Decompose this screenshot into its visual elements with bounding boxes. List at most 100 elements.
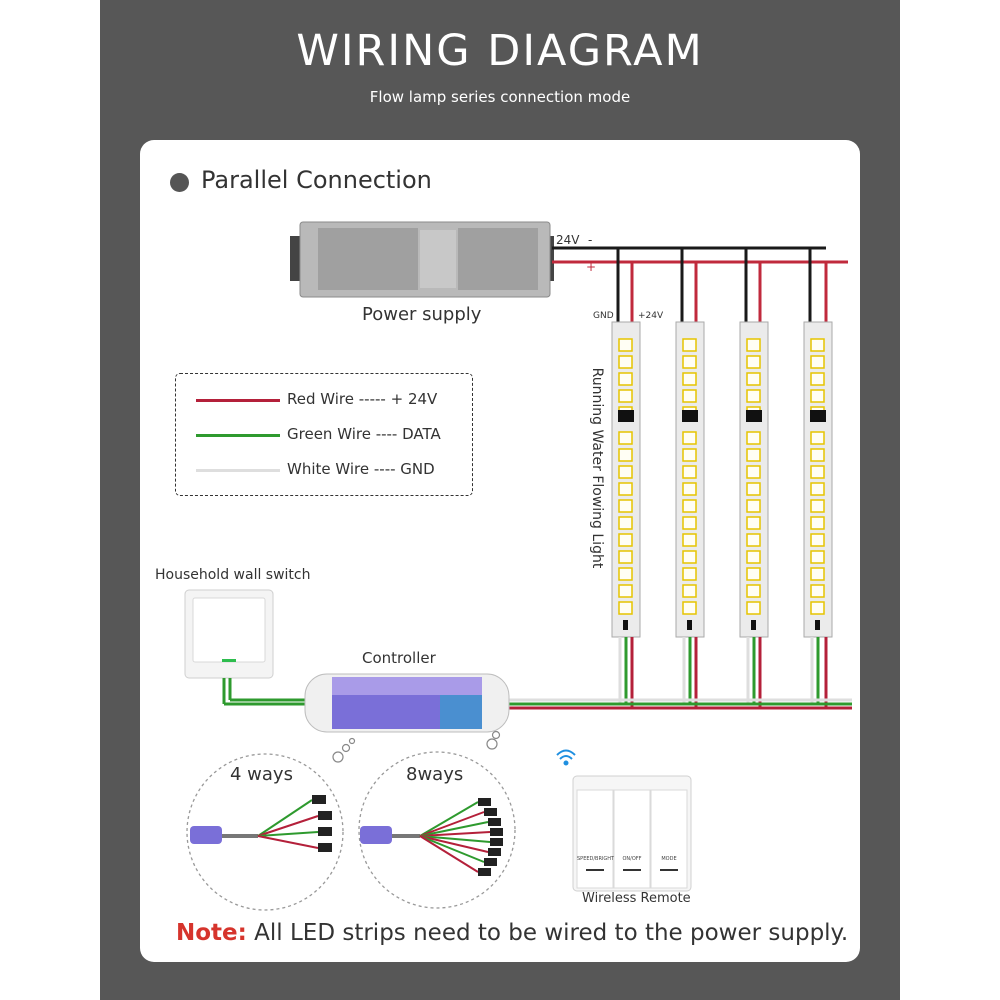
legend-item-red: Red Wire ----- + 24V bbox=[196, 390, 466, 410]
strip-end-marker bbox=[815, 620, 820, 630]
plus-terminal-label: + bbox=[586, 260, 597, 274]
led-chip bbox=[810, 550, 825, 564]
led-chip bbox=[810, 448, 825, 462]
wireless-remote-device bbox=[572, 775, 692, 892]
led-chips bbox=[618, 338, 826, 630]
legend-swatch bbox=[196, 399, 280, 402]
strip-output-wires bbox=[618, 637, 828, 708]
led-chip bbox=[618, 465, 633, 479]
led-chip bbox=[810, 516, 825, 530]
led-chip bbox=[746, 516, 761, 530]
strip-feed-wires bbox=[616, 248, 828, 322]
led-chip bbox=[746, 499, 761, 513]
section-bullet-icon bbox=[170, 173, 189, 192]
led-chip bbox=[682, 355, 697, 369]
thought-bubbles bbox=[332, 730, 501, 763]
led-chip bbox=[682, 533, 697, 547]
led-chip bbox=[682, 338, 697, 352]
led-chip bbox=[746, 584, 761, 598]
led-chip bbox=[618, 448, 633, 462]
page-title: WIRING DIAGRAM bbox=[296, 26, 704, 76]
power-supply-label: Power supply bbox=[362, 304, 482, 325]
led-chip bbox=[682, 372, 697, 386]
led-chip bbox=[746, 601, 761, 615]
led-chip bbox=[746, 567, 761, 581]
note-key: Note: bbox=[176, 920, 247, 946]
led-chip bbox=[682, 482, 697, 496]
led-chip bbox=[682, 448, 697, 462]
led-chip bbox=[682, 431, 697, 445]
led-chip bbox=[810, 338, 825, 352]
led-chip bbox=[618, 533, 633, 547]
strip-caption: Running Water Flowing Light bbox=[589, 367, 605, 569]
led-chip bbox=[746, 389, 761, 403]
remote-button-onoff: ON/OFF bbox=[622, 856, 642, 862]
wall-switch-label: Household wall switch bbox=[155, 567, 311, 583]
controller-label: Controller bbox=[362, 649, 436, 667]
led-chip bbox=[810, 465, 825, 479]
led-chip bbox=[618, 482, 633, 496]
led-chip bbox=[810, 584, 825, 598]
led-chip bbox=[810, 567, 825, 581]
page-subtitle: Flow lamp series connection mode bbox=[369, 88, 631, 106]
strip-end-marker bbox=[687, 620, 692, 630]
led-chip bbox=[618, 389, 633, 403]
led-chip bbox=[746, 482, 761, 496]
led-chip bbox=[746, 431, 761, 445]
led-chip bbox=[618, 355, 633, 369]
led-chip bbox=[746, 533, 761, 547]
legend-swatch bbox=[196, 434, 280, 437]
led-chip bbox=[618, 584, 633, 598]
led-chip bbox=[746, 355, 761, 369]
led-chip bbox=[810, 533, 825, 547]
led-chip bbox=[682, 389, 697, 403]
led-chip bbox=[810, 482, 825, 496]
driver-chip bbox=[746, 410, 762, 422]
remote-button-speed: SPEED/BRIGHT bbox=[577, 856, 615, 862]
led-chip bbox=[618, 431, 633, 445]
legend-label: Green Wire ---- DATA bbox=[287, 425, 441, 443]
led-chip bbox=[810, 389, 825, 403]
led-chip bbox=[682, 516, 697, 530]
legend-item-white: White Wire ---- GND bbox=[196, 460, 466, 480]
led-chip bbox=[682, 550, 697, 564]
option-4-ways-label: 4 ways bbox=[230, 764, 293, 785]
note-body: All LED strips need to be wired to the p… bbox=[246, 920, 849, 946]
remote-button-mode: MODE bbox=[661, 856, 677, 862]
strip-end-marker bbox=[623, 620, 628, 630]
led-chip bbox=[746, 550, 761, 564]
driver-chip bbox=[682, 410, 698, 422]
legend-swatch bbox=[196, 469, 280, 472]
wireless-remote-label: Wireless Remote bbox=[582, 891, 691, 906]
led-chip bbox=[746, 338, 761, 352]
option-8-ways-illustration bbox=[358, 751, 516, 909]
gnd-label: GND bbox=[593, 311, 614, 321]
option-4-ways-illustration bbox=[186, 753, 344, 911]
legend-item-green: Green Wire ---- DATA bbox=[196, 425, 466, 445]
led-chip bbox=[810, 499, 825, 513]
v24-label: +24V bbox=[638, 311, 664, 321]
led-chip bbox=[618, 499, 633, 513]
voltage-label: 24V bbox=[556, 233, 580, 247]
led-chip bbox=[682, 601, 697, 615]
led-chip bbox=[746, 465, 761, 479]
led-chip bbox=[810, 372, 825, 386]
controller-bus-wires bbox=[505, 698, 852, 710]
driver-chip bbox=[810, 410, 826, 422]
strip-end-marker bbox=[751, 620, 756, 630]
controller-device bbox=[304, 673, 510, 733]
option-8-ways-label: 8ways bbox=[406, 764, 464, 785]
led-chip bbox=[810, 355, 825, 369]
power-supply-unit bbox=[290, 221, 554, 298]
led-chip bbox=[618, 550, 633, 564]
legend-label: White Wire ---- GND bbox=[287, 460, 435, 478]
led-chip bbox=[618, 372, 633, 386]
wifi-icon bbox=[556, 749, 576, 766]
switch-wires bbox=[222, 678, 310, 706]
led-chip bbox=[682, 584, 697, 598]
minus-terminal-label: - bbox=[588, 233, 593, 247]
led-chip bbox=[810, 601, 825, 615]
section-title: Parallel Connection bbox=[201, 166, 432, 194]
led-chip bbox=[682, 465, 697, 479]
